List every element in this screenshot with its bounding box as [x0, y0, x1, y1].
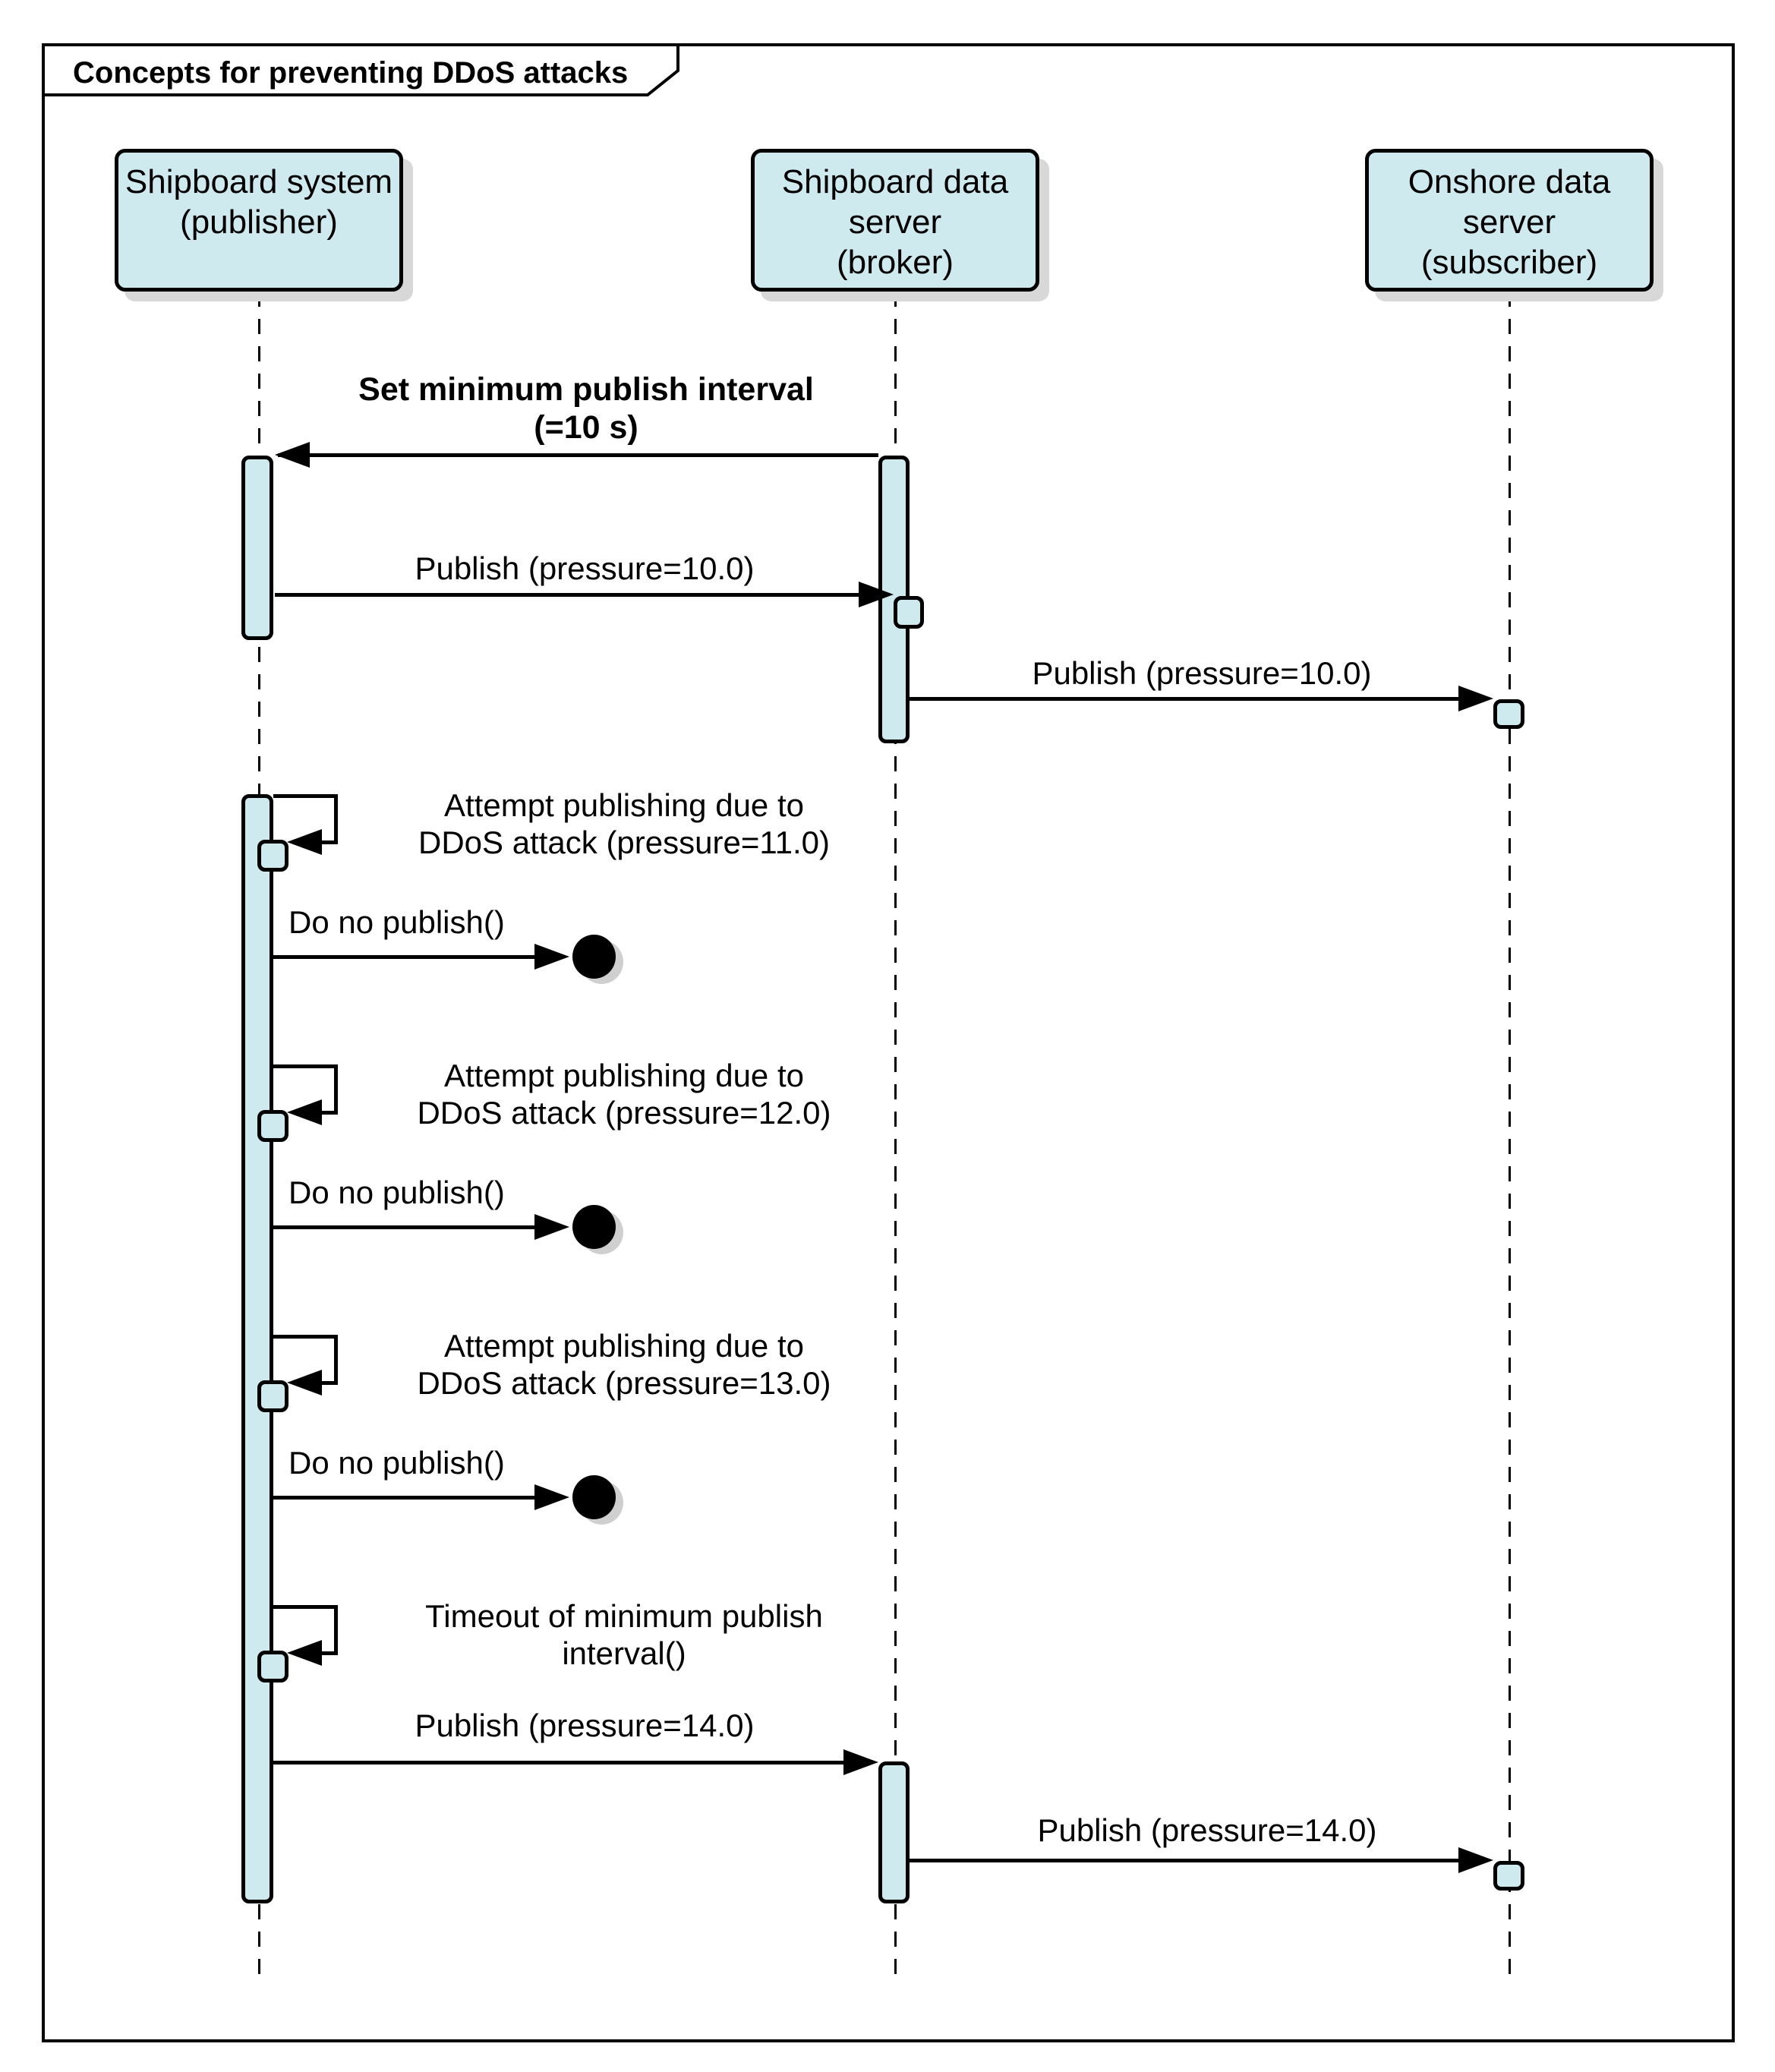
message-label-do-no-publish-2: Do no publish() — [288, 1175, 505, 1210]
arrowhead-right-icon — [1458, 1847, 1493, 1873]
lost-message-line — [273, 1225, 539, 1229]
diagram-title: Concepts for preventing DDoS attacks — [73, 56, 629, 90]
self-message-line — [334, 1605, 338, 1655]
message-line-publish10-to-subscriber — [910, 697, 1461, 701]
arrowhead-left-icon — [287, 1640, 322, 1666]
activation-publisher-nested — [257, 1110, 288, 1142]
lost-message-circle — [572, 1205, 616, 1249]
arrowhead-left-icon — [287, 829, 322, 855]
diagram-frame — [42, 43, 1735, 2042]
lost-message-line — [273, 1496, 539, 1500]
message-label-publish14-to-subscriber: Publish (pressure=14.0) — [1037, 1812, 1377, 1848]
lifeline-head-broker: Shipboard data server (broker) — [751, 149, 1039, 292]
message-label-do-no-publish-1: Do no publish() — [288, 904, 505, 940]
self-message-line — [273, 1064, 338, 1068]
arrowhead-right-icon — [859, 582, 894, 607]
lost-message-line — [273, 955, 539, 959]
activation-publisher-nested — [257, 840, 288, 872]
message-label-publish10-to-subscriber: Publish (pressure=10.0) — [1032, 655, 1372, 691]
message-label-attempt-1: Attempt publishing due to DDoS attack (p… — [418, 787, 830, 860]
activation-subscriber-2 — [1493, 1861, 1524, 1891]
lost-message-circle — [572, 1475, 616, 1519]
arrowhead-left-icon — [287, 1370, 322, 1396]
message-line-publish10-to-broker — [275, 593, 862, 597]
activation-publisher-2 — [241, 794, 273, 1903]
self-message-line — [334, 1335, 338, 1385]
self-message-line — [334, 1064, 338, 1115]
lifeline-head-subscriber: Onshore data server (subscriber) — [1365, 149, 1654, 292]
self-message-line — [273, 1335, 338, 1339]
message-line-publish14-to-broker — [273, 1761, 847, 1765]
arrowhead-right-icon — [1458, 686, 1493, 711]
arrowhead-left-icon — [287, 1099, 322, 1125]
activation-broker-1-nested — [894, 596, 924, 629]
message-line-publish14-to-subscriber — [910, 1859, 1461, 1862]
lost-message-circle — [572, 935, 616, 979]
message-label-attempt-2: Attempt publishing due to DDoS attack (p… — [417, 1058, 831, 1131]
activation-broker-2 — [878, 1761, 910, 1903]
self-message-line — [334, 794, 338, 844]
lifeline-head-publisher: Shipboard system (publisher) — [115, 149, 403, 292]
message-label-publish10-to-broker: Publish (pressure=10.0) — [415, 550, 755, 586]
arrowhead-right-icon — [534, 1484, 569, 1510]
arrowhead-right-icon — [534, 1214, 569, 1240]
message-label-do-no-publish-3: Do no publish() — [288, 1445, 505, 1481]
activation-publisher-nested — [257, 1380, 288, 1412]
message-line-set-min-interval — [278, 453, 878, 457]
message-label-attempt-3: Attempt publishing due to DDoS attack (p… — [417, 1328, 831, 1401]
frame-title-tab — [42, 43, 679, 96]
activation-subscriber-1 — [1493, 699, 1524, 729]
lifeline-broker — [894, 292, 897, 1974]
message-label-publish14-to-broker: Publish (pressure=14.0) — [415, 1708, 755, 1743]
message-label-timeout: Timeout of minimum publish interval() — [425, 1598, 823, 1671]
activation-publisher-nested — [257, 1651, 288, 1683]
message-label-set-min-interval: Set minimum publish interval (=10 s) — [358, 371, 814, 446]
self-message-line — [273, 1605, 338, 1609]
activation-publisher-1 — [241, 456, 273, 640]
arrowhead-left-icon — [275, 442, 310, 468]
arrowhead-right-icon — [843, 1749, 878, 1775]
self-message-line — [273, 794, 338, 798]
arrowhead-right-icon — [534, 944, 569, 970]
lifeline-subscriber — [1509, 292, 1511, 1974]
